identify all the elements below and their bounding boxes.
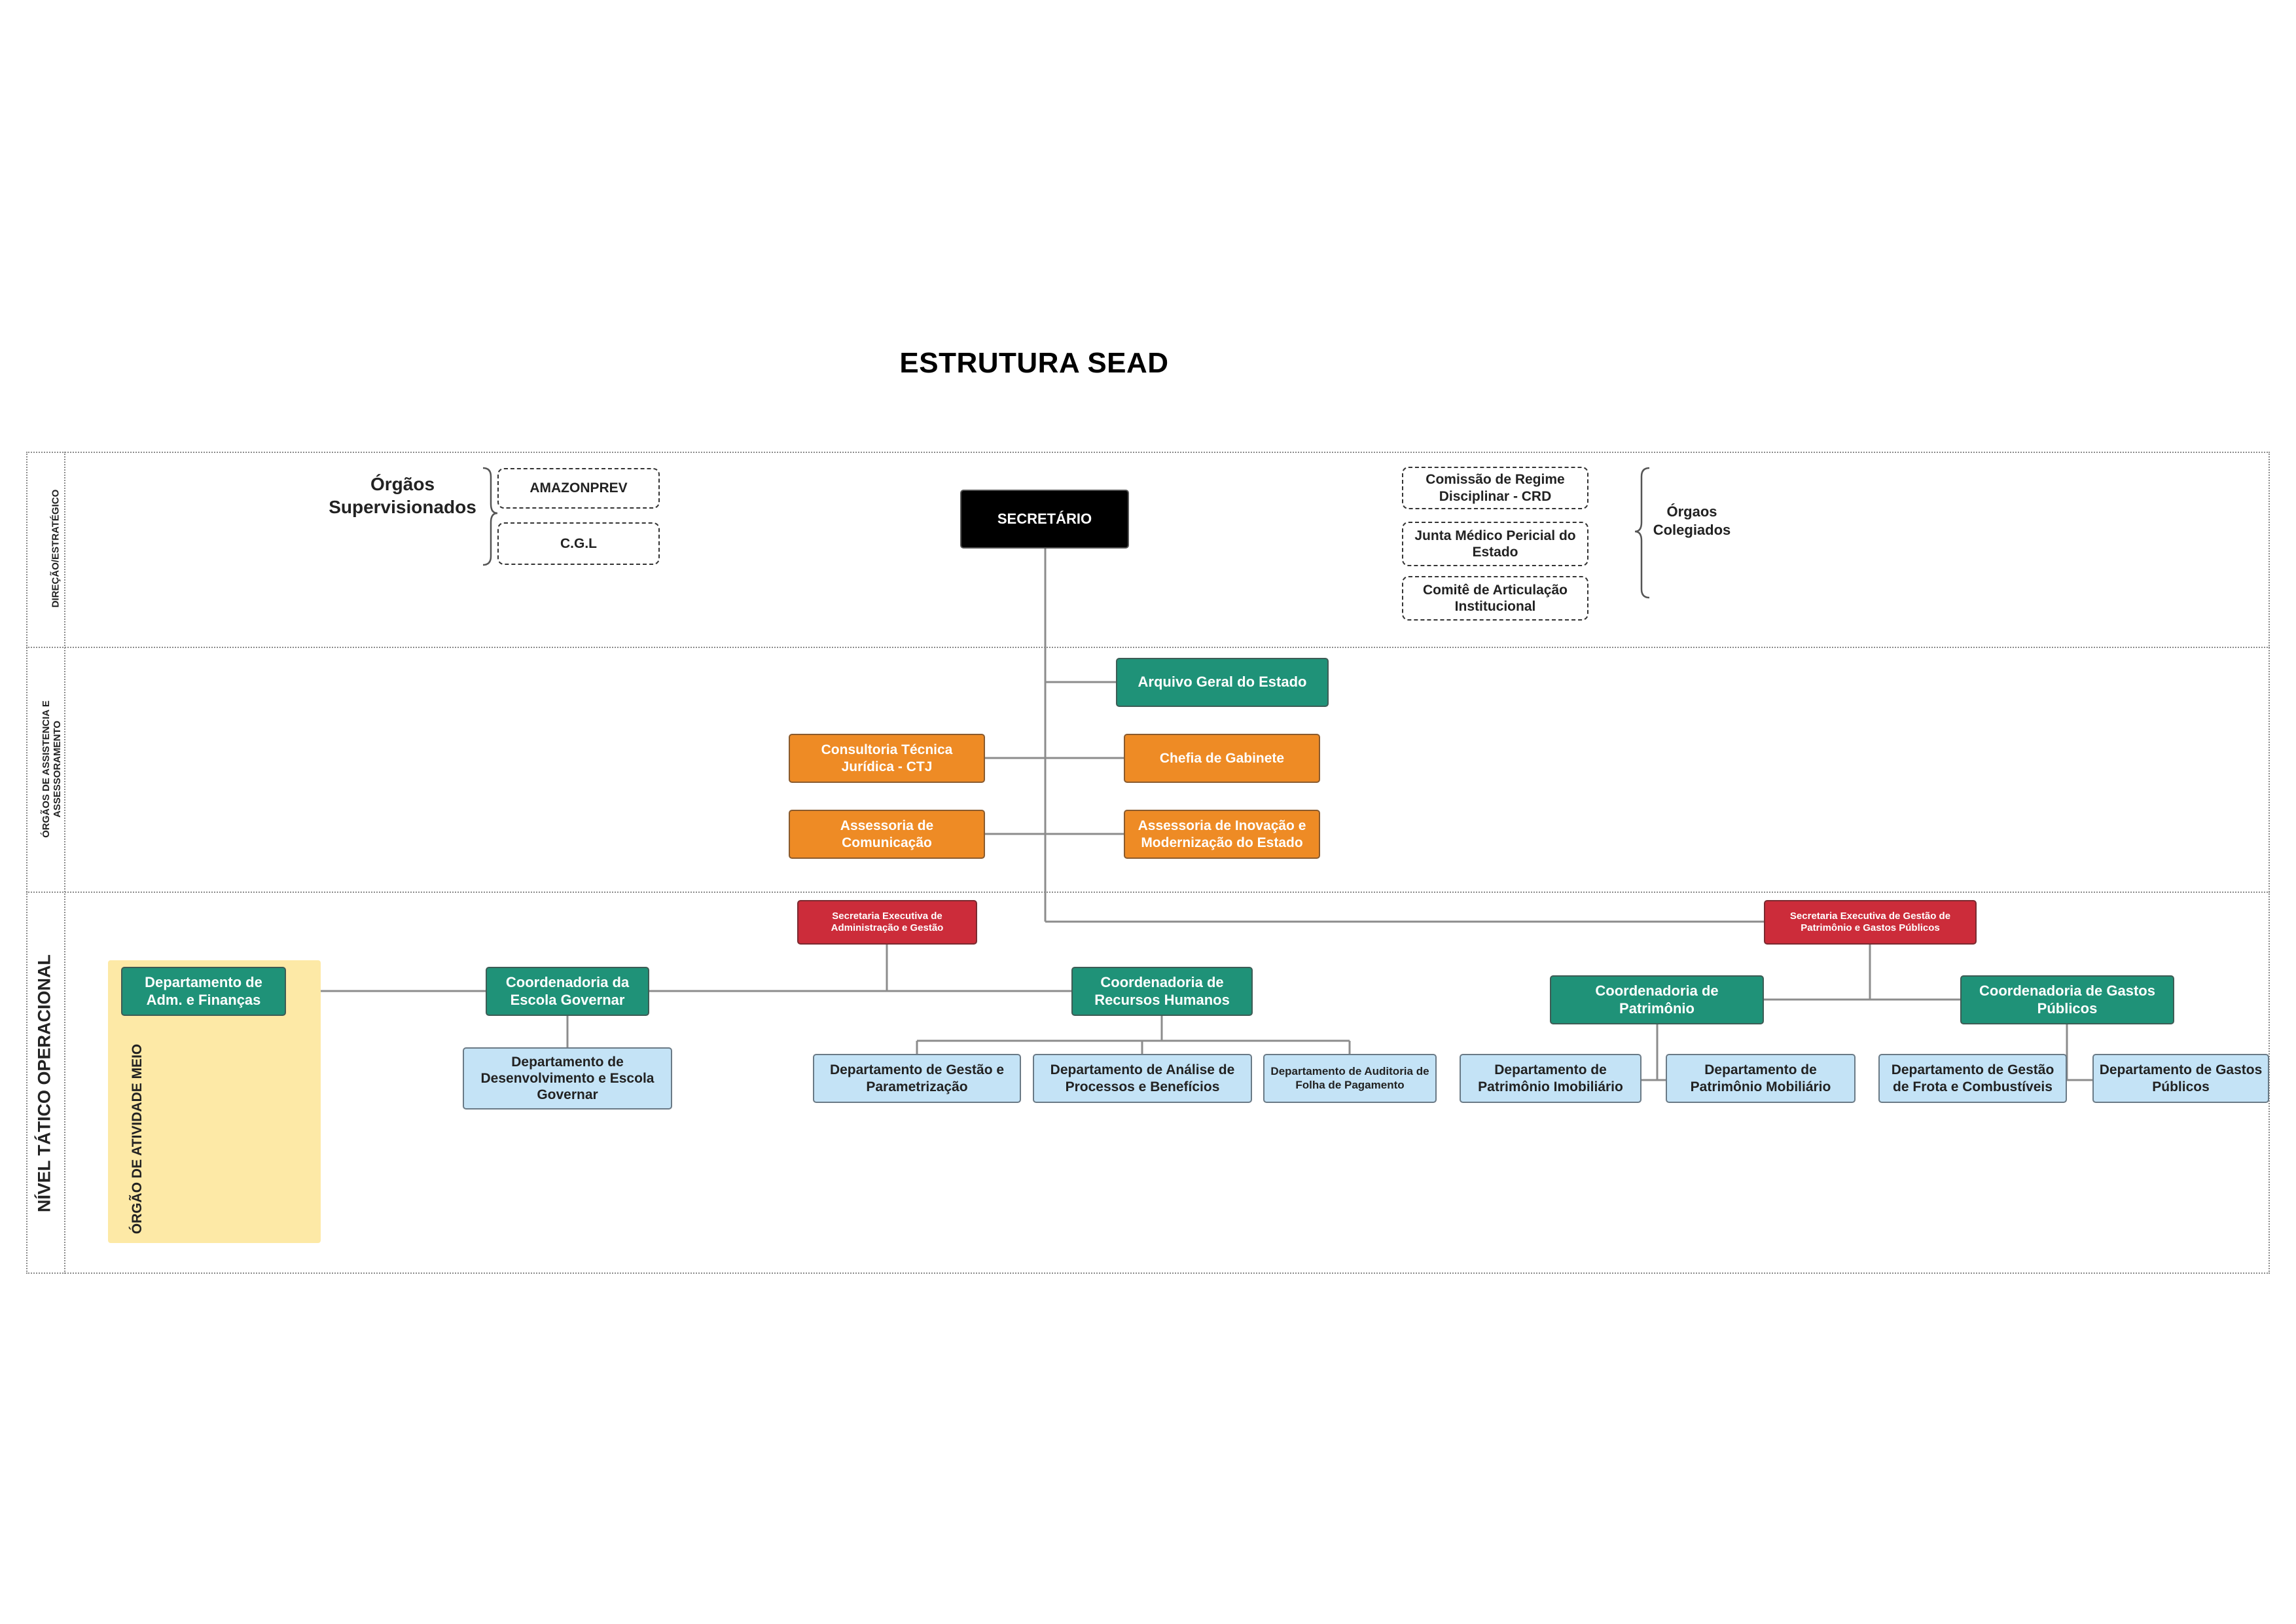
band-divider-2 bbox=[26, 892, 2270, 893]
band-label-column bbox=[64, 452, 65, 1274]
atividade-meio-label: ÓRGÃO DE ATIVIDADE MEIO bbox=[130, 1043, 145, 1235]
band-divider-1 bbox=[26, 647, 2270, 648]
coord-patrimonio-box[interactable]: Coordenadoria de Patrimônio bbox=[1550, 975, 1764, 1024]
dep-patrimonio-imobiliario-box[interactable]: Departamento de Patrimônio Imobiliário bbox=[1460, 1054, 1641, 1103]
arquivo-geral-box[interactable]: Arquivo Geral do Estado bbox=[1116, 658, 1329, 707]
structure-frame bbox=[26, 452, 2270, 1274]
secretario-box[interactable]: SECRETÁRIO bbox=[960, 490, 1129, 549]
chefia-gabinete-box[interactable]: Chefia de Gabinete bbox=[1124, 734, 1320, 783]
supervisionados-label: Órgãos Supervisionados bbox=[329, 474, 476, 517]
dep-auditoria-folha-box[interactable]: Departamento de Auditoria de Folha de Pa… bbox=[1263, 1054, 1437, 1103]
dep-patrimonio-mobiliario-box[interactable]: Departamento de Patrimônio Mobiliário bbox=[1666, 1054, 1856, 1103]
assessoria-inovacao-box[interactable]: Assessoria de Inovação e Modernização do… bbox=[1124, 810, 1320, 859]
comite-articulacao-box[interactable]: Comitê de Articulação Institucional bbox=[1402, 576, 1588, 621]
band-label-direcao: DIREÇÃO/ESTRATÉGICO bbox=[50, 489, 62, 608]
colegiados-label: Órgaos Colegiados bbox=[1653, 503, 1731, 538]
dep-desenvolvimento-box[interactable]: Departamento de Desenvolvimento e Escola… bbox=[463, 1047, 672, 1110]
sec-exec-patrimonio-box[interactable]: Secretaria Executiva de Gestão de Patrim… bbox=[1764, 900, 1977, 945]
page-title: ESTRUTURA SEAD bbox=[899, 347, 1169, 379]
dep-frota-combustiveis-box[interactable]: Departamento de Gestão de Frota e Combus… bbox=[1878, 1054, 2067, 1103]
dep-analise-processos-box[interactable]: Departamento de Análise de Processos e B… bbox=[1033, 1054, 1252, 1103]
band-label-operacional: NÍVEL TÁTICO OPERACIONAL bbox=[34, 954, 54, 1213]
coord-escola-governar-box[interactable]: Coordenadoria da Escola Governar bbox=[486, 967, 649, 1016]
assessoria-comunicacao-box[interactable]: Assessoria de Comunicação bbox=[789, 810, 985, 859]
consultoria-ctj-box[interactable]: Consultoria Técnica Jurídica - CTJ bbox=[789, 734, 985, 783]
crd-box[interactable]: Comissão de Regime Disciplinar - CRD bbox=[1402, 467, 1588, 509]
band-label-assistencia: ÓRGÃOS DE ASSISTENCIA E ASSESSORAMENTO bbox=[40, 700, 63, 838]
sec-exec-adm-box[interactable]: Secretaria Executiva de Administração e … bbox=[797, 900, 977, 945]
coord-recursos-humanos-box[interactable]: Coordenadoria de Recursos Humanos bbox=[1071, 967, 1253, 1016]
dep-gastos-publicos-box[interactable]: Departamento de Gastos Públicos bbox=[2092, 1054, 2269, 1103]
junta-medica-box[interactable]: Junta Médico Pericial do Estado bbox=[1402, 522, 1588, 566]
dep-adm-financas-box[interactable]: Departamento de Adm. e Finanças bbox=[121, 967, 286, 1016]
amazonprev-box[interactable]: AMAZONPREV bbox=[497, 468, 660, 509]
cgl-box[interactable]: C.G.L bbox=[497, 522, 660, 565]
coord-gastos-publicos-box[interactable]: Coordenadoria de Gastos Públicos bbox=[1960, 975, 2174, 1024]
dep-gestao-parametrizacao-box[interactable]: Departamento de Gestão e Parametrização bbox=[813, 1054, 1021, 1103]
